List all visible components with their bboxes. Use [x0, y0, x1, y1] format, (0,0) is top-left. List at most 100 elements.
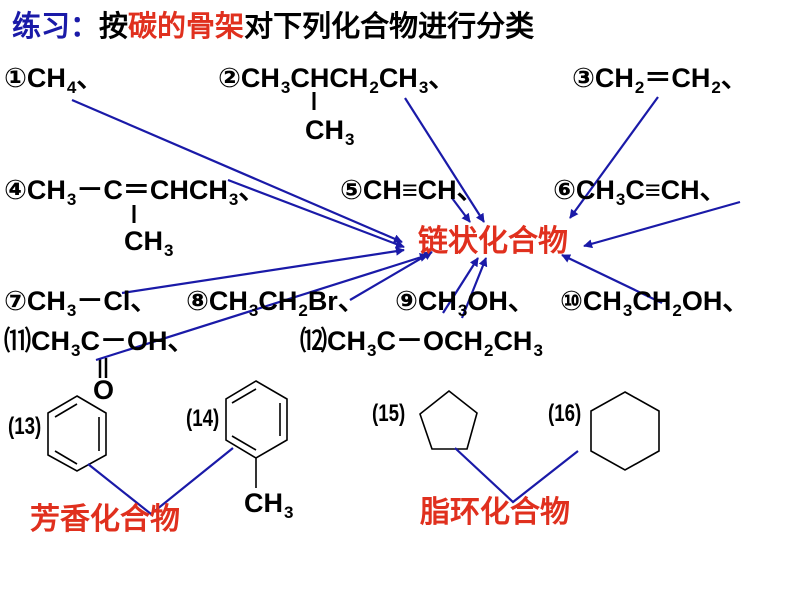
separator: 、 — [238, 175, 266, 205]
compound-11-carbonyl-oxygen: O — [93, 375, 115, 405]
compound-2-branch: CH3 — [305, 115, 354, 149]
arrow-7 — [121, 246, 405, 295]
compound-9: ⑨CH3OH、 — [395, 286, 535, 320]
chain-arrows — [71, 96, 741, 362]
arrow-10 — [561, 254, 663, 304]
compound-14-number: (14) — [186, 405, 220, 432]
formula-subscript: 3 — [345, 130, 355, 149]
formula-part: CH — [417, 286, 457, 316]
compound-8: ⑧CH3CH2Br、 — [186, 286, 365, 320]
benzene-ring-13 — [47, 395, 107, 472]
compound-number: ② — [218, 63, 241, 93]
compound-number: ③ — [572, 63, 595, 93]
formula-subscript: 2 — [672, 301, 682, 320]
toluene-ring-14 — [225, 380, 288, 488]
arrow-1 — [71, 98, 403, 244]
formula-part: CH — [493, 326, 533, 356]
separator: 、 — [167, 326, 195, 356]
compound-6: ⑥CH3C≡CH、 — [553, 175, 727, 209]
arrow-2 — [404, 97, 485, 223]
exercise-label: 练习 — [12, 9, 71, 43]
separator: 、 — [722, 286, 750, 316]
formula-part: CH — [594, 63, 634, 93]
formula-subscript: 3 — [284, 503, 294, 522]
formula-subscript: 2 — [298, 301, 308, 320]
arrow-3 — [569, 96, 659, 219]
category-alicyclic-compounds: 脂环化合物 — [420, 495, 570, 530]
compound-3: ③CH2＝CH2、 — [572, 63, 748, 97]
formula-part: CH — [327, 326, 366, 356]
formula-part: CH — [26, 175, 66, 205]
compound-number: ④ — [4, 175, 27, 205]
separator: 、 — [76, 63, 104, 93]
formula-part: OH — [681, 286, 723, 316]
arrow-9 — [442, 257, 479, 314]
formula-subscript: 2 — [369, 78, 379, 97]
compound-12: ⑿CH3C－OCH2CH3 — [300, 326, 543, 360]
formula-subscript: 3 — [66, 301, 77, 320]
formula-part: C－OH — [80, 326, 168, 356]
separator: 、 — [507, 286, 535, 316]
formula-part: ＝CH — [644, 63, 711, 93]
header-suffix: 对下列化合物进行分类 — [244, 9, 535, 43]
compound-14-methyl: CH3 — [244, 490, 293, 522]
formula-subscript: 3 — [622, 301, 633, 320]
formula-part: CH — [26, 63, 66, 93]
alicyclic-connector — [454, 447, 579, 504]
arrow-6 — [583, 200, 741, 249]
formula-part: CH — [208, 286, 248, 316]
separator: 、 — [337, 286, 365, 316]
formula-part: CH — [124, 226, 163, 256]
formula-subscript: 3 — [457, 301, 468, 320]
arrow-12 — [460, 257, 488, 319]
formula-subscript: 2 — [483, 341, 494, 360]
compound-number: ⑾ — [4, 326, 31, 356]
compound-number: ⑿ — [300, 326, 327, 356]
separator: 、 — [428, 63, 456, 93]
compound-7: ⑦CH3－Cl、 — [4, 286, 158, 320]
header-colon: ： — [70, 9, 100, 43]
compound-13-number: (13) — [8, 413, 42, 440]
formula-part: CH — [305, 115, 344, 145]
compound-4: ④CH3－C＝CHCH3、 — [4, 175, 266, 209]
exercise-header: 练习：按碳的骨架对下列化合物进行分类 — [12, 12, 534, 41]
cyclopentane-ring-15 — [419, 389, 478, 450]
formula-subscript: 3 — [418, 78, 429, 97]
arrow-5 — [451, 197, 471, 223]
formula-subscript: 3 — [280, 78, 291, 97]
compound-2: ②CH3CHCH2CH3、 — [218, 63, 456, 97]
arrow-11 — [95, 253, 429, 362]
arrow-4 — [227, 178, 405, 249]
compound-1: ①CH4、 — [4, 63, 104, 97]
formula-subscript: 2 — [711, 78, 721, 97]
separator: 、 — [699, 175, 727, 205]
formula-part: CHCH — [290, 63, 369, 93]
formula-part: CH — [582, 286, 622, 316]
cyclohexane-ring-16 — [590, 391, 660, 471]
formula-part: CH — [575, 175, 615, 205]
header-prefix: 按 — [99, 9, 129, 43]
separator: 、 — [456, 175, 484, 205]
formula-part: CH — [26, 286, 66, 316]
formula-subscript: 3 — [367, 341, 377, 360]
formula-subscript: 3 — [71, 341, 81, 360]
separator: 、 — [130, 286, 158, 316]
formula-part: －Cl — [76, 286, 131, 316]
formula-part: Br — [307, 286, 338, 316]
compound-number: ⑨ — [395, 286, 418, 316]
compound-number: ⑥ — [553, 175, 576, 205]
compound-15-number: (15) — [372, 400, 406, 427]
aromatic-connector — [87, 447, 234, 516]
separator: 、 — [720, 63, 748, 93]
formula-part: C≡CH — [625, 175, 700, 205]
compound-number: ⑤ — [340, 175, 363, 205]
formula-subscript: 3 — [615, 190, 626, 209]
compound-10: ⑩CH3CH2OH、 — [560, 286, 750, 320]
compound-number: ⑩ — [560, 286, 583, 316]
compound-4-branch: CH3 — [124, 226, 173, 260]
formula-part: CH — [258, 286, 298, 316]
formula-part: －C＝CHCH — [76, 175, 228, 205]
formula-part: CH≡CH — [362, 175, 457, 205]
compound-number: ① — [4, 63, 27, 93]
